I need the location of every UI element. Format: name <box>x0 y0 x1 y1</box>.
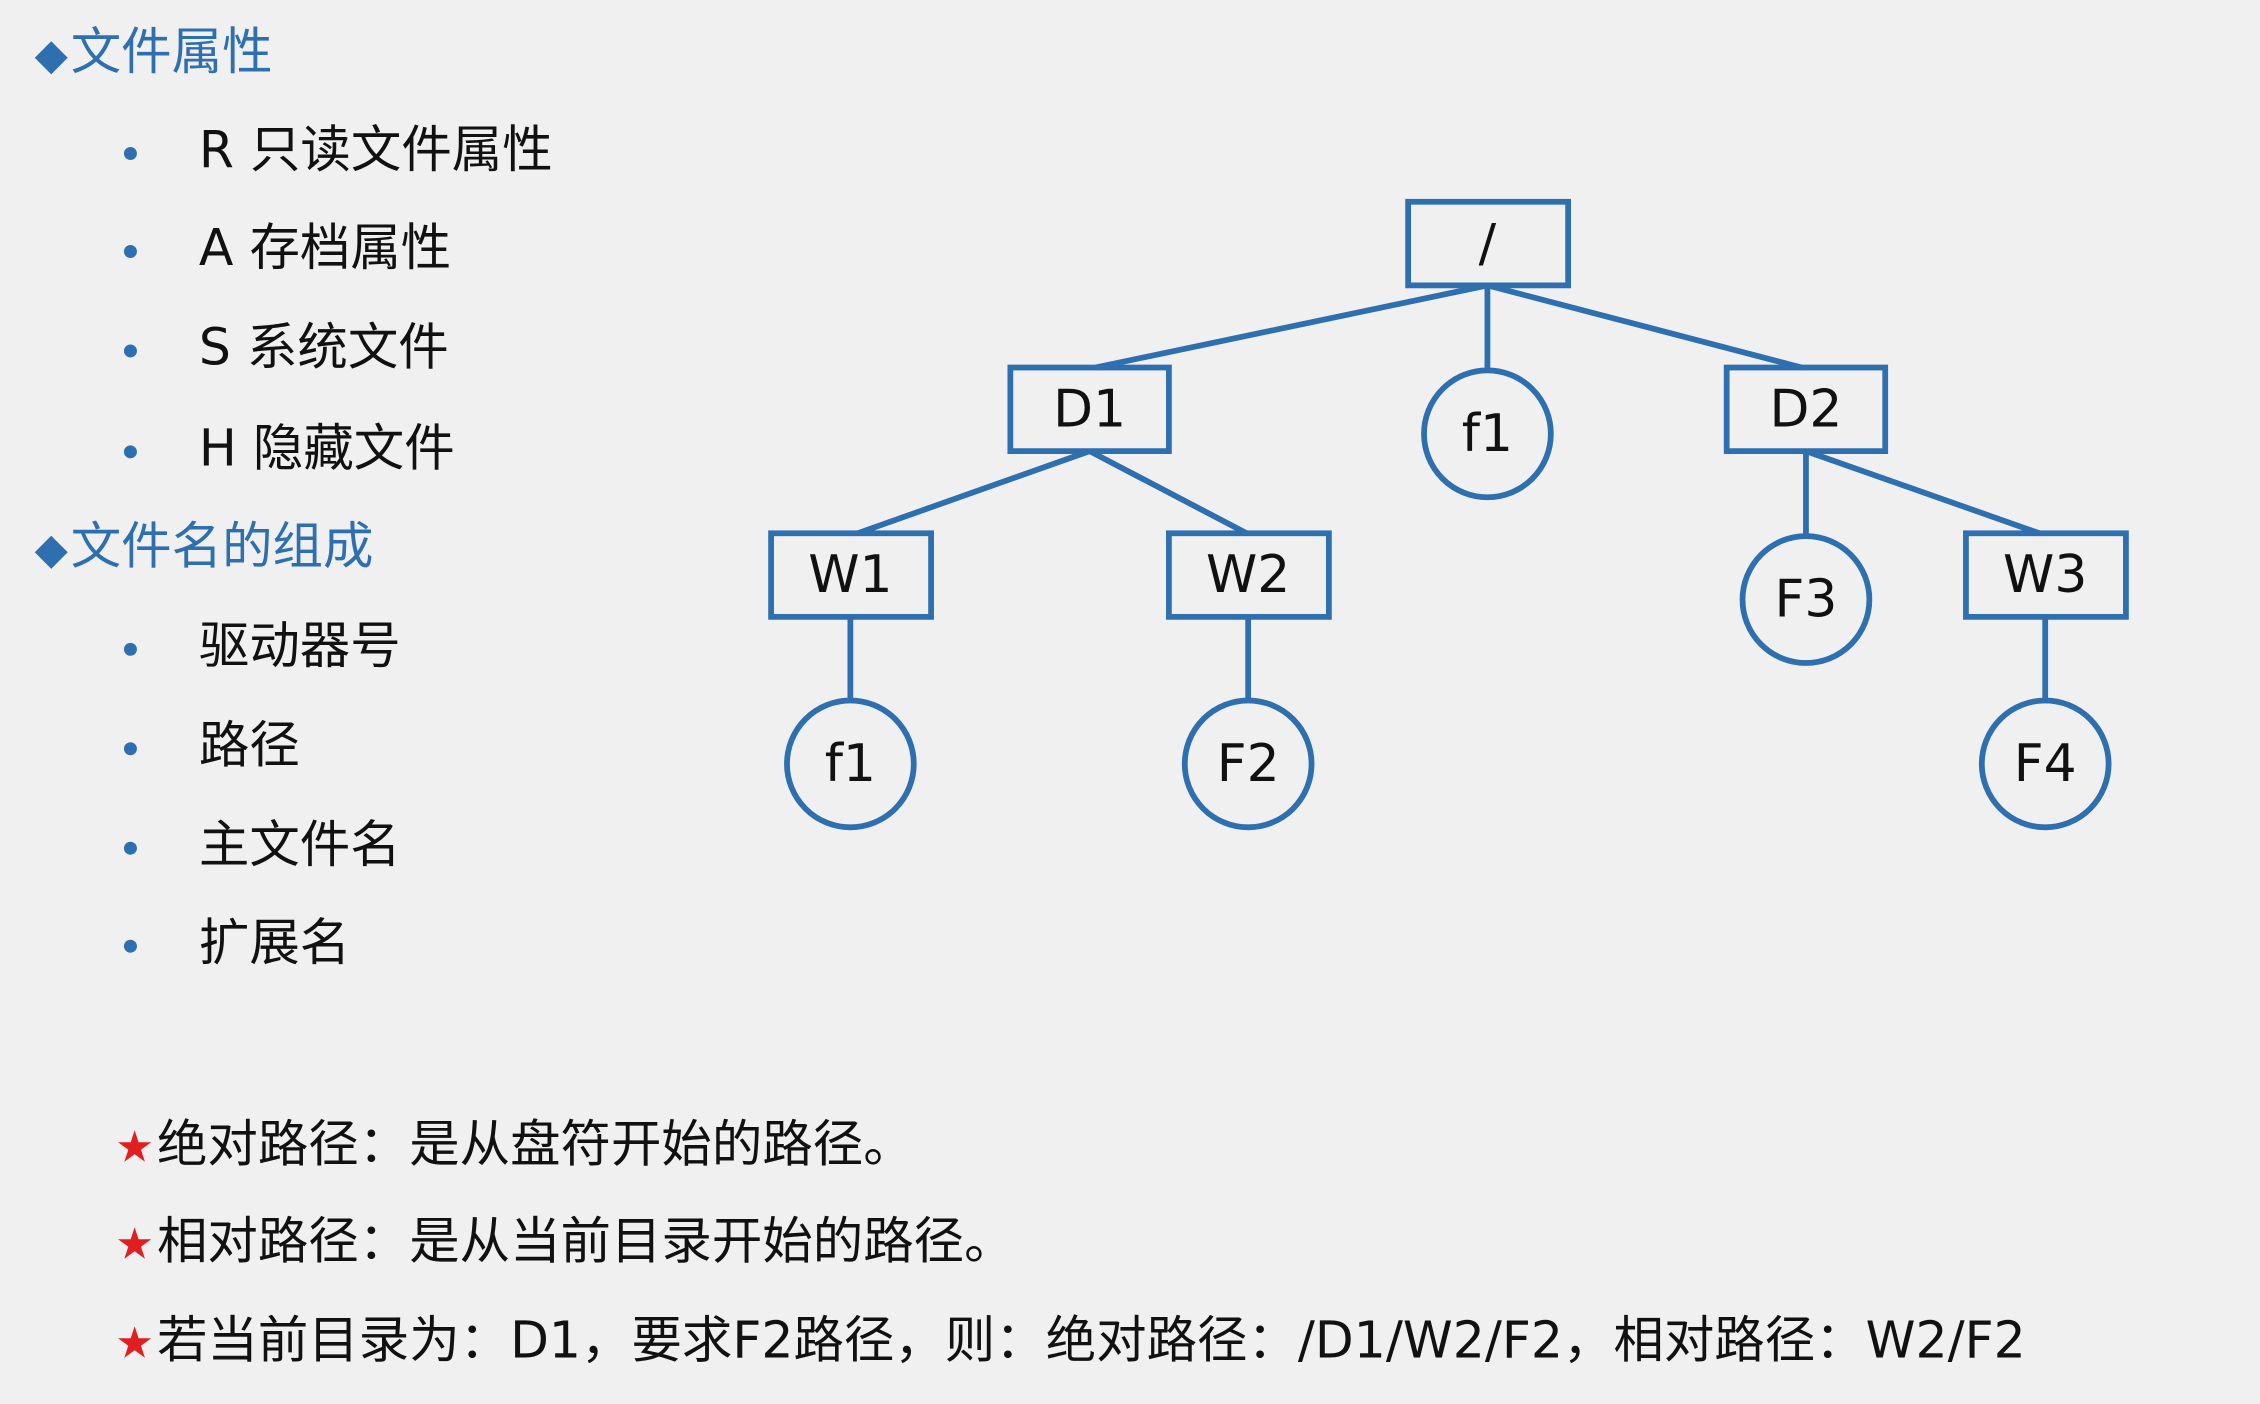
bullet-icon <box>123 344 137 358</box>
star-icon: ★ <box>115 1219 155 1270</box>
node-w3: W3 <box>1963 530 2129 620</box>
node-d2: D2 <box>1723 364 1889 455</box>
bullet-icon <box>123 245 137 258</box>
node-label: / <box>1479 214 1497 274</box>
heading-text: 文件属性 <box>70 24 273 83</box>
node-label: F3 <box>1775 570 1838 630</box>
node-w2: W2 <box>1166 530 1332 620</box>
node-f1-w1: f1 <box>784 697 917 831</box>
node-label: f1 <box>825 734 876 794</box>
star-icon: ★ <box>115 1318 155 1370</box>
edge-d1-w1 <box>856 448 1091 536</box>
heading-text: 文件名的组成 <box>70 518 374 577</box>
edge-d1-w2 <box>1088 448 1249 536</box>
edge-root-d2 <box>1486 282 1803 371</box>
bullet-icon <box>123 642 137 656</box>
node-f4: F4 <box>1978 697 2112 831</box>
note-text: 若当前目录为：D1，要求F2路径，则：绝对路径：/D1/W2/F2，相对路径：W… <box>156 1313 2026 1371</box>
list-item: A 存档属性 <box>198 220 452 279</box>
node-label: F2 <box>1217 734 1280 794</box>
list-item: S 系统文件 <box>198 319 449 378</box>
note-relative-path: ★相对路径：是从当前目录开始的路径。 <box>115 1217 1014 1270</box>
node-label: W2 <box>1206 545 1290 605</box>
list-item: 主文件名 <box>198 817 401 875</box>
bullet-icon <box>123 445 137 459</box>
note-absolute-path: ★绝对路径：是从盘符开始的路径。 <box>115 1121 913 1171</box>
node-label: f1 <box>1462 404 1513 464</box>
edge-root-d1 <box>1094 282 1489 371</box>
node-label: D1 <box>1053 379 1126 439</box>
section-heading-file-attributes: ◆文件属性 <box>34 28 273 81</box>
diamond-bullet-icon: ◆ <box>34 30 68 81</box>
list-item: 路径 <box>198 717 300 776</box>
node-root: / <box>1405 198 1572 289</box>
note-text: 相对路径：是从当前目录开始的路径。 <box>156 1213 1015 1272</box>
section-heading-filename-parts: ◆文件名的组成 <box>34 522 374 576</box>
node-f3: F3 <box>1739 533 1873 666</box>
note-text: 绝对路径：是从盘符开始的路径。 <box>156 1117 914 1175</box>
bullet-icon <box>123 939 137 953</box>
edge-d2-w3 <box>1804 448 2041 537</box>
node-f1-root: f1 <box>1421 367 1554 501</box>
node-w1: W1 <box>768 530 934 620</box>
diamond-bullet-icon: ◆ <box>34 524 68 576</box>
list-item: R 只读文件属性 <box>198 122 553 181</box>
note-example: ★若当前目录为：D1，要求F2路径，则：绝对路径：/D1/W2/F2，相对路径：… <box>115 1317 2025 1367</box>
list-item: 扩展名 <box>198 915 351 973</box>
bullet-icon <box>123 841 137 855</box>
node-label: W1 <box>808 545 892 605</box>
star-icon: ★ <box>115 1122 155 1174</box>
node-f2: F2 <box>1181 697 1315 831</box>
node-label: W3 <box>2003 545 2087 605</box>
tree-edges <box>847 282 2049 701</box>
node-label: D2 <box>1769 379 1842 439</box>
bullet-icon <box>123 147 137 160</box>
list-item: 驱动器号 <box>198 618 401 676</box>
list-item: H 隐藏文件 <box>198 420 455 479</box>
bullet-icon <box>123 742 137 756</box>
node-label: F4 <box>2014 734 2077 794</box>
node-d1: D1 <box>1007 364 1172 455</box>
